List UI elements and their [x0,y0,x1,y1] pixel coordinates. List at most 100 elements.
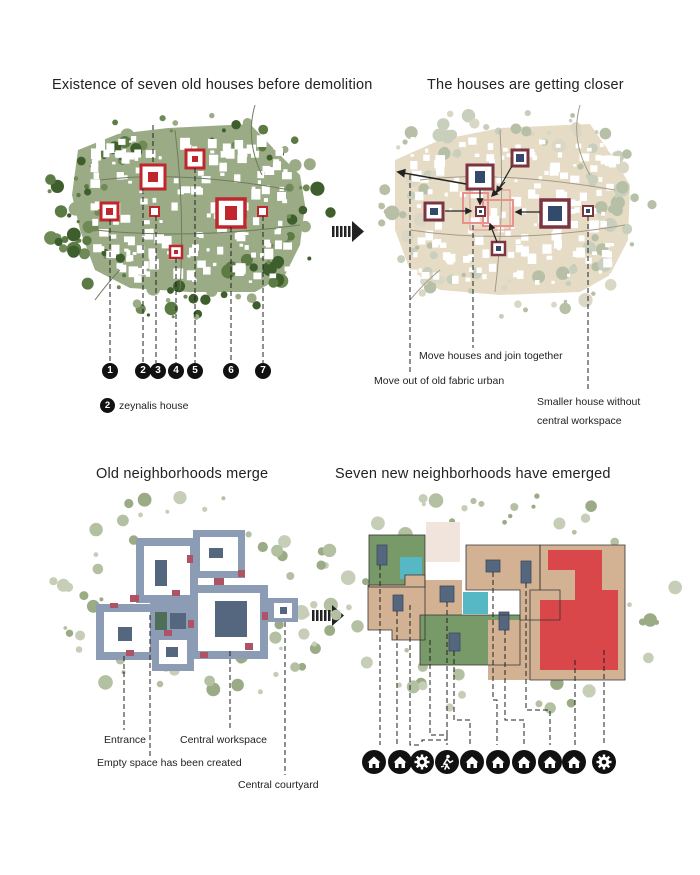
building-block [574,200,582,206]
building-block [275,147,283,156]
building-block [115,150,125,158]
building-block [579,153,590,162]
tree-dot [183,294,188,299]
tree-dot [100,183,108,191]
building-block [116,172,124,180]
building-block [542,244,552,254]
house-marker-1: 1 [102,363,118,379]
house-marker-5: 5 [187,363,203,379]
tree-dot [379,184,391,196]
building-block [139,189,144,194]
building-block [601,249,610,258]
building-block [539,139,546,145]
tree-dot [138,512,143,518]
tree-dot [580,513,591,523]
tree-dot [582,241,596,255]
building-block [264,248,274,260]
building-block [560,172,568,179]
tree-dot [290,136,299,144]
tree-dot [502,519,507,525]
building-block [605,243,611,248]
tree-dot [578,293,593,308]
building-block [590,165,598,172]
tree-dot [75,646,83,653]
building-block [212,262,217,267]
tree-dot [614,194,619,198]
tree-dot [452,668,465,681]
building-block [500,155,505,160]
building-block [533,194,539,199]
building-block [90,164,99,173]
tree-dot [621,223,633,235]
tree-dot [68,202,83,216]
building-block [154,233,164,244]
building-block [410,154,414,157]
building-block [93,172,99,180]
neighborhood-icon-row [362,750,622,774]
tree-dot [396,682,402,688]
building-block [598,270,602,274]
building-block [534,183,541,189]
tree-dot [146,281,161,296]
tree-dot [124,498,134,509]
tree-dot [360,656,373,669]
building-block [435,155,446,167]
tree-dot [279,646,283,651]
building-block [130,156,134,160]
tree-dot [204,675,215,687]
tree-dot [44,231,58,245]
tree-dot [137,492,152,507]
tree-dot [483,124,490,131]
building-block [144,220,150,225]
tree-dot [221,496,226,501]
tree-dot [507,278,512,283]
tree-dot [220,291,228,299]
tree-dot [286,572,295,580]
merged-blocks [96,530,298,671]
tree-dot [510,503,519,511]
title-houses-closer: The houses are getting closer [427,77,624,93]
tree-dot [535,700,543,708]
building-block [600,220,607,228]
tree-dot [266,260,271,265]
tree-dot [54,205,68,218]
tree-dot [246,293,257,303]
building-block [245,232,249,235]
building-block [210,150,215,154]
tree-dot [82,235,92,246]
building-block [482,249,490,258]
tree-dot [402,139,408,145]
building-block [603,258,612,268]
building-block [468,254,474,261]
building-block [235,263,246,275]
tree-dot [67,213,72,218]
tree-dot [330,609,342,621]
building-block [131,136,137,142]
tree-dot [461,272,466,278]
tree-dot [117,514,129,527]
building-block [110,234,117,239]
tree-dot [510,123,522,135]
tree-dot [582,684,596,698]
building-block [508,251,515,258]
tree-dot [445,703,454,712]
tree-dot [524,110,531,117]
tree-dot [99,597,104,602]
tree-dot [156,680,164,688]
house-icon [388,750,412,774]
building-block [111,244,120,255]
building-block [411,170,422,182]
building-block [173,268,184,279]
building-block [569,199,576,207]
building-block [92,218,99,226]
house-icon [512,750,536,774]
building-block [570,175,580,183]
tree-dot [76,156,86,166]
tree-dot [585,500,597,512]
tree-dot [285,183,294,192]
building-block [173,178,179,184]
building-block [579,192,587,201]
tree-dot [89,522,103,537]
building-block [511,196,522,207]
building-block [503,147,508,152]
